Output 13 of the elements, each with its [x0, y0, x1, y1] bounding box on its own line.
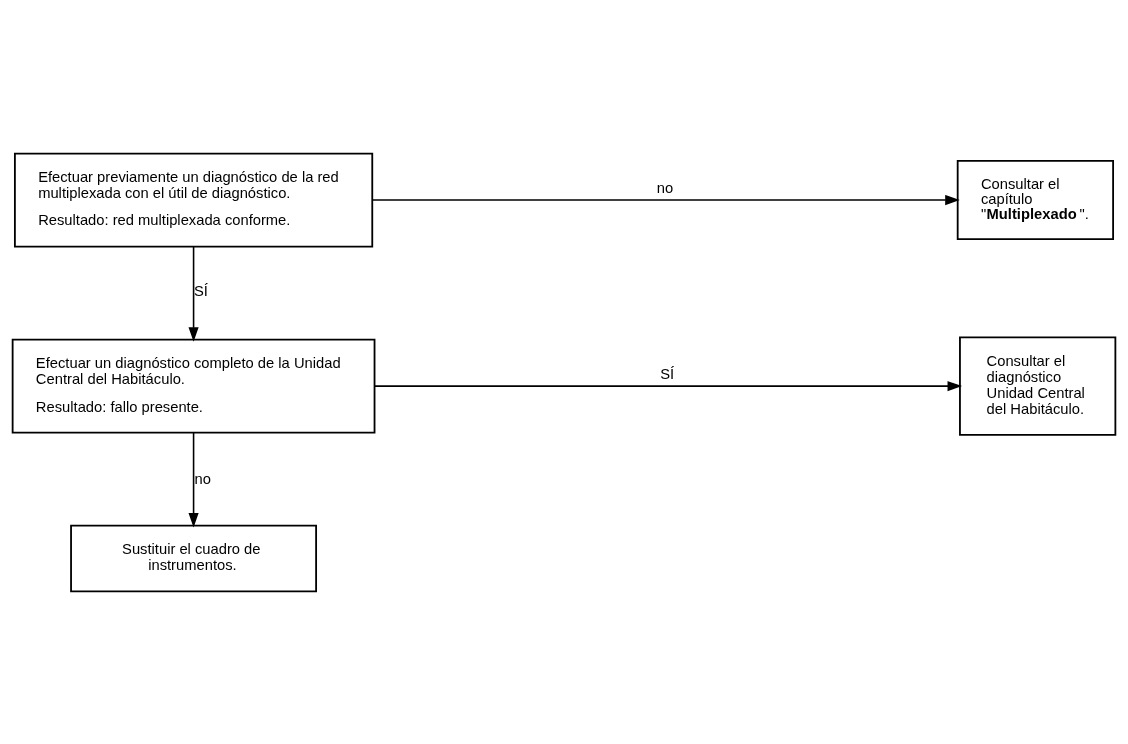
- edge-label: no: [194, 470, 211, 487]
- arrow: [371, 194, 960, 205]
- arrow: [373, 380, 963, 391]
- node-box: Sustituir el cuadro de instrumentos.: [70, 524, 318, 592]
- arrow: [188, 245, 199, 342]
- edge-label: SÍ: [660, 365, 675, 382]
- arrow: [188, 431, 199, 528]
- node-box: Consultar el capítulo "Multiplexado".: [956, 159, 1114, 240]
- edge-label: SÍ: [193, 282, 208, 299]
- edge-label: no: [656, 179, 674, 196]
- node-box: Efectuar previamente un diagnóstico de la red multiplexada con el útil de diagnóstico. Resultado: red multiplexada conforme.: [14, 152, 374, 247]
- node-box: Efectuar un diagnóstico completo de la Unidad Central del Habitáculo. Resultado: fallo presente.: [11, 338, 376, 434]
- node-box: Consultar el diagnóstico Unidad Central del Habitáculo.: [959, 335, 1117, 436]
